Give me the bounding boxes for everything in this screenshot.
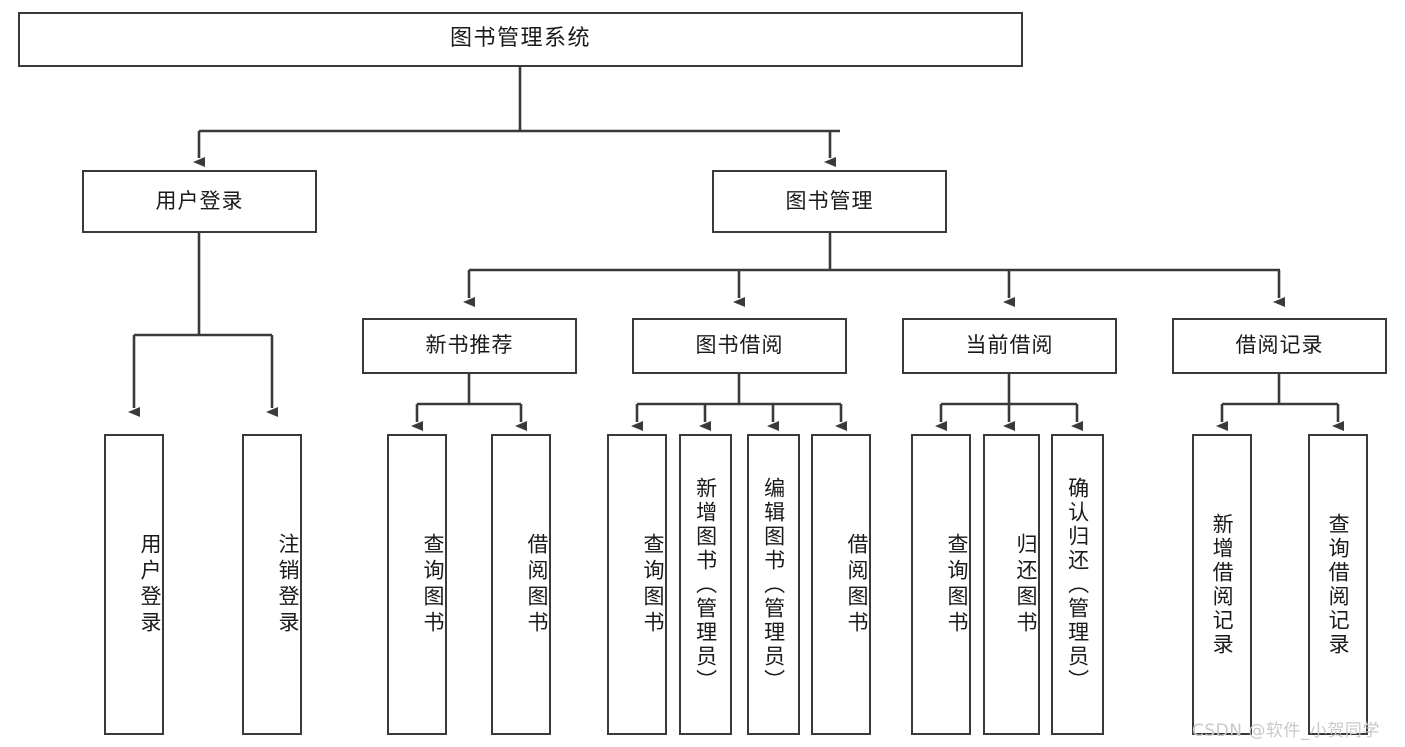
node-leaf-return-book[interactable]: 归还图书	[983, 434, 1040, 735]
node-leaf-query-book-1[interactable]: 查询图书	[387, 434, 447, 735]
node-leaf-user-login[interactable]: 用户登录	[104, 434, 164, 735]
node-current-borrow[interactable]: 当前借阅	[902, 318, 1117, 374]
csdn-watermark: CSDN @软件_小贺同学	[1192, 721, 1380, 741]
node-new-book-recommend[interactable]: 新书推荐	[362, 318, 577, 374]
node-leaf-edit-book[interactable]: 编辑图书（管理员）	[747, 434, 800, 735]
node-leaf-query-book-3[interactable]: 查询图书	[911, 434, 971, 735]
node-leaf-query-record[interactable]: 查询借阅记录	[1308, 434, 1368, 735]
node-leaf-add-record[interactable]: 新增借阅记录	[1192, 434, 1252, 735]
node-leaf-user-logout[interactable]: 注销登录	[242, 434, 302, 735]
node-borrow-record[interactable]: 借阅记录	[1172, 318, 1387, 374]
node-user-login[interactable]: 用户登录	[82, 170, 317, 233]
node-root-book-management-system[interactable]: 图书管理系统	[18, 12, 1023, 67]
node-book-management[interactable]: 图书管理	[712, 170, 947, 233]
node-leaf-add-book[interactable]: 新增图书（管理员）	[679, 434, 732, 735]
node-leaf-borrow-book-2[interactable]: 借阅图书	[811, 434, 871, 735]
node-leaf-query-book-2[interactable]: 查询图书	[607, 434, 667, 735]
node-leaf-borrow-book-1[interactable]: 借阅图书	[491, 434, 551, 735]
node-book-borrow[interactable]: 图书借阅	[632, 318, 847, 374]
node-leaf-confirm-return[interactable]: 确认归还（管理员）	[1051, 434, 1104, 735]
